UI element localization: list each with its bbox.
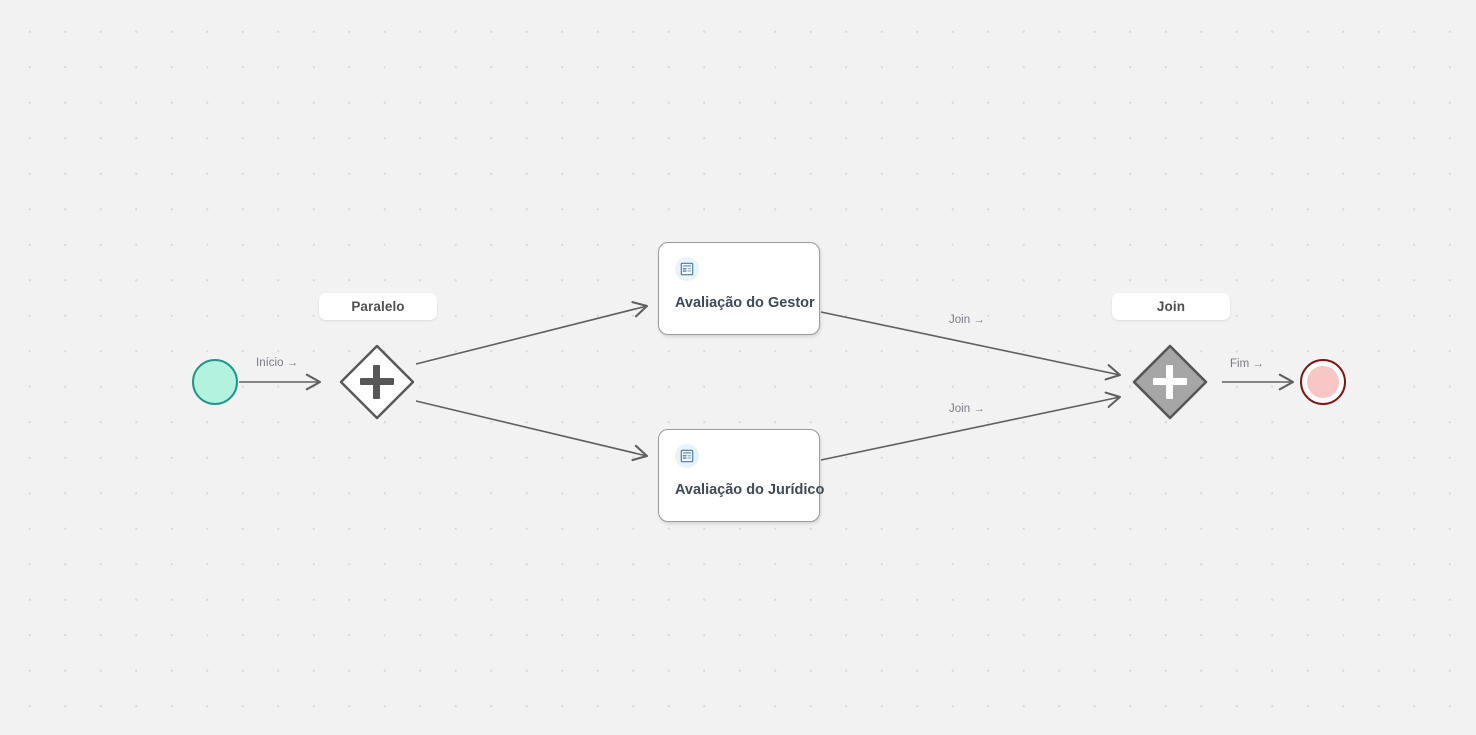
task-title: Avaliação do Gestor bbox=[675, 295, 815, 311]
plus-icon bbox=[360, 365, 394, 399]
parallel-gateway-node[interactable] bbox=[339, 344, 415, 420]
edge-parallel-to-juridico[interactable] bbox=[415, 400, 649, 462]
edge-label-join-top: Join → bbox=[949, 314, 985, 326]
edge-label-join-bottom: Join → bbox=[949, 403, 985, 415]
join-gateway-label-badge[interactable]: Join bbox=[1112, 293, 1230, 320]
end-event-inner bbox=[1307, 366, 1339, 398]
start-event-node[interactable] bbox=[192, 359, 238, 405]
form-icon bbox=[675, 444, 699, 468]
edge-label-fim: Fim → bbox=[1230, 358, 1264, 370]
form-icon-glyph bbox=[680, 262, 694, 276]
edge-label-inicio: Início → bbox=[256, 357, 299, 369]
join-gateway-label: Join bbox=[1156, 299, 1186, 314]
end-event-node[interactable] bbox=[1300, 359, 1346, 405]
parallel-gateway-label: Paralelo bbox=[351, 299, 405, 314]
parallel-gateway-label-badge[interactable]: Paralelo bbox=[319, 293, 437, 320]
task-card-avaliacao-do-gestor[interactable]: Avaliação do Gestor bbox=[658, 242, 820, 335]
edge-parallel-to-gestor[interactable] bbox=[415, 301, 649, 365]
join-gateway-node[interactable] bbox=[1132, 344, 1208, 420]
task-title: Avaliação do Jurídico bbox=[675, 482, 825, 498]
form-icon-glyph bbox=[680, 449, 694, 463]
form-icon bbox=[675, 257, 699, 281]
plus-icon bbox=[1153, 365, 1187, 399]
task-card-avaliacao-do-juridico[interactable]: Avaliação do Jurídico bbox=[658, 429, 825, 522]
